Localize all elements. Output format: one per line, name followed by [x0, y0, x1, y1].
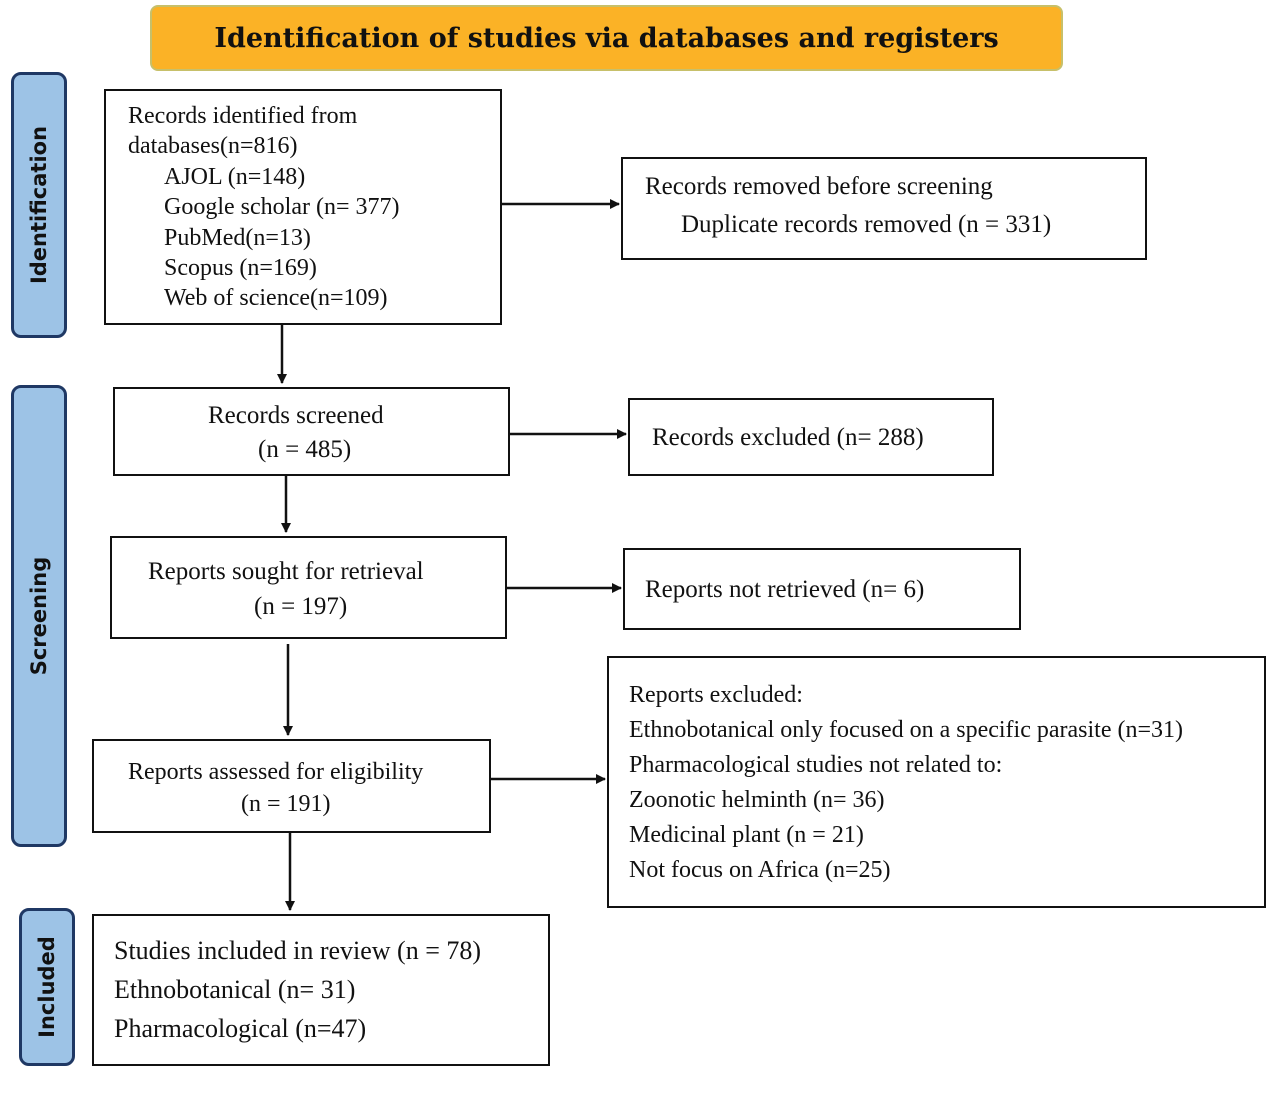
source-scopus: Scopus (n=169) [164, 255, 317, 281]
excluded-medicinal-plant: Medicinal plant (n = 21) [629, 822, 864, 848]
studies-included-box: Studies included in review (n = 78) Ethn… [92, 914, 550, 1066]
reports-sought-box: Reports sought for retrieval (n = 197) [110, 536, 507, 639]
excluded-ethnobotanical: Ethnobotanical only focused on a specifi… [629, 717, 1184, 743]
records-removed-title: Records removed before screening [645, 173, 993, 200]
source-google-scholar: Google scholar (n= 377) [164, 194, 400, 220]
reports-excluded-box: Reports excluded: Ethnobotanical only fo… [607, 656, 1266, 908]
included-ethnobotanical: Ethnobotanical (n= 31) [114, 975, 356, 1004]
records-excluded-box: Records excluded (n= 288) [628, 398, 994, 476]
diagram-title-text: Identification of studies via databases … [214, 22, 999, 54]
duplicate-records-removed: Duplicate records removed (n = 331) [681, 211, 1052, 238]
excluded-pharmacological-header: Pharmacological studies not related to: [629, 752, 1003, 778]
records-removed-box: Records removed before screening Duplica… [621, 157, 1147, 260]
records-identified-title-2: databases(n=816) [128, 133, 298, 159]
studies-included-title: Studies included in review (n = 78) [114, 936, 482, 965]
stage-included: Included [19, 908, 75, 1066]
reports-not-retrieved-text: Reports not retrieved (n= 6) [645, 576, 925, 603]
source-ajol: AJOL (n=148) [164, 164, 306, 190]
stage-screening: Screening [11, 385, 67, 847]
included-pharmacological: Pharmacological (n=47) [114, 1014, 367, 1043]
records-identified-box: Records identified from databases(n=816)… [104, 89, 502, 325]
diagram-title: Identification of studies via databases … [150, 5, 1063, 71]
excluded-zoonotic-helminth: Zoonotic helminth (n= 36) [629, 787, 885, 813]
reports-assessed-box: Reports assessed for eligibility (n = 19… [92, 739, 491, 833]
reports-assessed-title: Reports assessed for eligibility [128, 759, 424, 785]
source-web-of-science: Web of science(n=109) [164, 285, 388, 311]
records-screened-box: Records screened (n = 485) [113, 387, 510, 476]
stage-identification: Identification [11, 72, 67, 338]
reports-assessed-count: (n = 191) [241, 791, 331, 817]
source-pubmed: PubMed(n=13) [164, 225, 311, 251]
excluded-not-africa: Not focus on Africa (n=25) [629, 857, 891, 883]
records-identified-title-1: Records identified from [128, 103, 358, 129]
reports-not-retrieved-box: Reports not retrieved (n= 6) [623, 548, 1021, 630]
records-excluded-text: Records excluded (n= 288) [652, 424, 924, 451]
reports-sought-count: (n = 197) [254, 593, 348, 620]
reports-sought-title: Reports sought for retrieval [148, 558, 424, 585]
records-screened-title: Records screened [208, 402, 384, 429]
reports-excluded-title: Reports excluded: [629, 682, 803, 708]
records-screened-count: (n = 485) [258, 436, 352, 463]
